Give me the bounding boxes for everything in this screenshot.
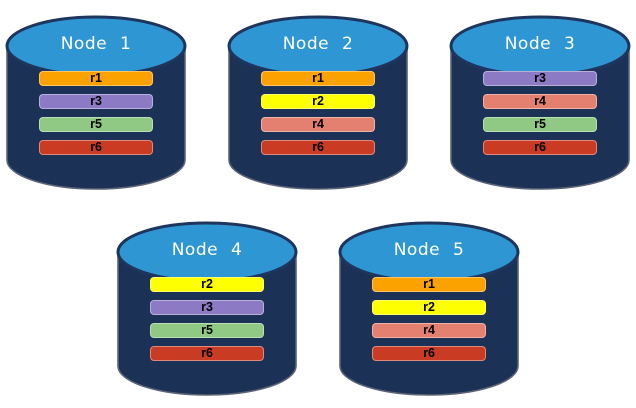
replica-bar-r3: r3 [482,71,598,86]
replica-bar-r6: r6 [482,140,598,155]
replica-bar-r3: r3 [38,94,154,109]
node-title: Node 4 [171,240,243,260]
replica-bar-r5: r5 [482,117,598,132]
replica-list: r2 r3 r5 r6 [149,277,265,361]
replica-list: r1 r3 r5 r6 [38,71,154,155]
replica-bar-r6: r6 [371,346,487,361]
database-node-node-4: Node 4 r2 r3 r5 r6 [115,216,299,400]
replica-list: r1 r2 r4 r6 [260,71,376,155]
replica-list: r1 r2 r4 r6 [371,277,487,361]
replica-bar-r4: r4 [482,94,598,109]
node-title: Node 2 [282,34,354,54]
database-node-node-2: Node 2 r1 r2 r4 r6 [226,10,410,194]
replica-bar-r6: r6 [260,140,376,155]
node-row-bottom: Node 4 r2 r3 r5 r6 Node 5 r1 r2 r4 r6 [0,216,636,400]
replica-bar-r4: r4 [371,323,487,338]
replica-bar-r5: r5 [38,117,154,132]
node-title: Node 1 [60,34,132,54]
node-row-top: Node 1 r1 r3 r5 r6 Node 2 r1 r2 r4 r6 Node 3 r… [0,10,636,194]
node-title: Node 5 [393,240,465,260]
replica-bar-r1: r1 [260,71,376,86]
replica-bar-r3: r3 [149,300,265,315]
database-node-node-5: Node 5 r1 r2 r4 r6 [337,216,521,400]
replica-bar-r2: r2 [260,94,376,109]
replica-bar-r6: r6 [38,140,154,155]
replica-bar-r6: r6 [149,346,265,361]
replica-list: r3 r4 r5 r6 [482,71,598,155]
replica-bar-r4: r4 [260,117,376,132]
replica-bar-r2: r2 [149,277,265,292]
replica-bar-r5: r5 [149,323,265,338]
database-node-node-1: Node 1 r1 r3 r5 r6 [4,10,188,194]
replica-bar-r1: r1 [371,277,487,292]
node-title: Node 3 [504,34,576,54]
database-node-node-3: Node 3 r3 r4 r5 r6 [448,10,632,194]
replica-bar-r1: r1 [38,71,154,86]
replica-bar-r2: r2 [371,300,487,315]
